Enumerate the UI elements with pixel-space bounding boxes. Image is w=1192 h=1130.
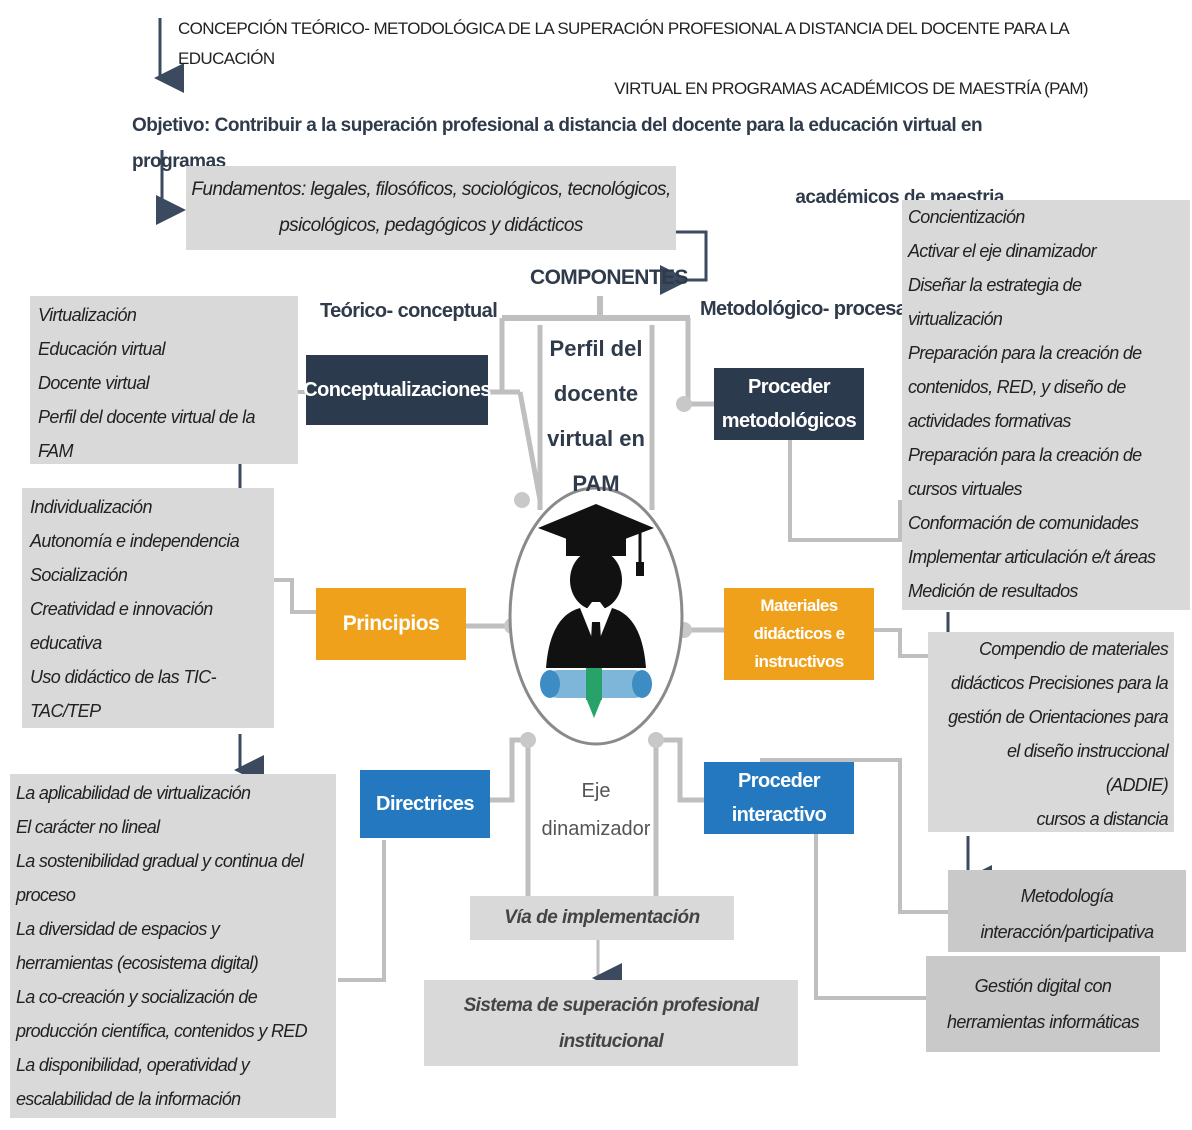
list-item: Docente virtual xyxy=(38,373,150,393)
title-line-2: VIRTUAL EN PROGRAMAS ACADÉMICOS DE MAEST… xyxy=(614,79,1088,98)
proceder-metodologicos-line-1: Proceder xyxy=(748,376,831,398)
gestion-line-1: Gestión digital con xyxy=(974,976,1112,996)
list-item: Socialización xyxy=(30,565,128,585)
list-item: Perfil del docente virtual de la xyxy=(38,407,256,427)
list-item: didácticos Precisiones para la xyxy=(950,673,1169,693)
fundamentos-line-1: Fundamentos: legales, filosóficos, socio… xyxy=(191,179,671,200)
list-item: Preparación para la creación de xyxy=(908,445,1142,465)
teorico-conceptual-label: Teórico- conceptual xyxy=(320,300,498,322)
list-item: actividades formativas xyxy=(908,411,1071,431)
materiales-line-3: instructivos xyxy=(754,652,844,671)
interaccion-box: Metodología interacción/participativa xyxy=(948,870,1186,952)
perfil-line-1: Perfil del xyxy=(549,336,643,361)
directrices-label: Directrices xyxy=(376,792,474,815)
eje-line-1: Eje xyxy=(581,780,611,802)
via-implementacion-label: Vía de implementación xyxy=(504,907,700,928)
list-item: herramientas (ecosistema digital) xyxy=(16,953,259,973)
gestion-line-2: herramientas informáticas xyxy=(946,1012,1140,1032)
list-item: proceso xyxy=(16,885,76,905)
principios-node[interactable]: Principios xyxy=(316,588,466,660)
conceptualizaciones-node[interactable]: Conceptualizaciones xyxy=(303,355,491,425)
list-item: El carácter no lineal xyxy=(16,817,160,837)
principios-list: Individualización Autonomía e independen… xyxy=(22,488,274,728)
title-line-1: CONCEPCIÓN TEÓRICO- METODOLÓGICA DE LA S… xyxy=(178,19,1069,68)
diagram-title: CONCEPCIÓN TEÓRICO- METODOLÓGICA DE LA S… xyxy=(178,14,1089,104)
gestion-digital-box: Gestión digital con herramientas informá… xyxy=(926,956,1160,1052)
list-item: el diseño instruccional xyxy=(1007,741,1169,761)
conceptualizaciones-list: Virtualización Educación virtual Docente… xyxy=(30,296,298,464)
list-item: FAM xyxy=(38,441,73,461)
list-item: Autonomía e independencia xyxy=(30,531,240,551)
list-item: Compendio de materiales xyxy=(978,639,1169,659)
list-item: Creatividad e innovación xyxy=(30,599,213,619)
metodologico-procesal-label: Metodológico- procesal xyxy=(700,298,912,320)
list-item: (ADDIE) xyxy=(1105,775,1169,795)
list-item: gestión de Orientaciones para xyxy=(948,707,1169,727)
list-item: escalabilidad de la información xyxy=(16,1089,241,1109)
proceder-interactivo-line-1: Proceder xyxy=(738,770,821,792)
list-item: cursos a distancia xyxy=(1036,809,1169,829)
list-item: Concientización xyxy=(908,207,1025,227)
list-item: Educación virtual xyxy=(38,339,165,359)
fundamentos-box: Fundamentos: legales, filosóficos, socio… xyxy=(186,166,676,250)
objective-line-1: Objetivo: Contribuir a la superación pro… xyxy=(132,115,983,172)
list-item: Activar el eje dinamizador xyxy=(908,241,1097,261)
sistema-line-1: Sistema de superación profesional xyxy=(463,995,759,1016)
list-item: Uso didáctico de las TIC- xyxy=(30,667,217,687)
graduate-icon xyxy=(538,504,654,718)
list-item: La sostenibilidad gradual y continua del xyxy=(16,851,304,871)
perfil-line-3: virtual en xyxy=(547,426,645,451)
sistema-superacion-box: Sistema de superación profesional instit… xyxy=(424,980,798,1066)
fundamentos-line-2: psicológicos, pedagógicos y didácticos xyxy=(279,215,583,236)
materiales-line-1: Materiales xyxy=(760,596,838,615)
list-item: La aplicabilidad de virtualización xyxy=(16,783,251,803)
list-item: La co-creación y socialización de xyxy=(16,987,258,1007)
interaccion-line-1: Metodología xyxy=(1020,886,1114,906)
list-item: Virtualización xyxy=(38,305,137,325)
list-item: Implementar articulación e/t áreas xyxy=(908,547,1156,567)
materiales-list: Compendio de materiales didácticos Preci… xyxy=(928,632,1174,832)
list-item: Conformación de comunidades xyxy=(908,513,1139,533)
sistema-line-2: institucional xyxy=(558,1031,664,1052)
proceder-metodologicos-line-2: metodológicos xyxy=(721,410,857,432)
list-item: Diseñar la estrategia de xyxy=(908,275,1082,295)
via-implementacion-box: Vía de implementación xyxy=(470,896,734,940)
eje-line-2: dinamizador xyxy=(541,818,651,840)
proceder-interactivo-node[interactable]: Proceder interactivo xyxy=(704,762,854,834)
list-item: virtualización xyxy=(908,309,1003,329)
list-item: Individualización xyxy=(30,497,152,517)
list-item: TAC/TEP xyxy=(30,701,101,721)
materiales-line-2: didácticos e xyxy=(753,624,845,643)
principios-label: Principios xyxy=(342,612,440,635)
list-item: contenidos, RED, y diseño de xyxy=(908,377,1126,397)
perfil-docente-label: Perfil del docente virtual en PAM xyxy=(540,326,652,506)
list-item: La diversidad de espacios y xyxy=(16,919,220,939)
list-item: La disponibilidad, operatividad y xyxy=(16,1055,250,1075)
materiales-node[interactable]: Materiales didácticos e instructivos xyxy=(724,588,874,680)
perfil-line-2: docente xyxy=(553,381,639,406)
objective-text: Objetivo: Contribuir a la superación pro… xyxy=(132,108,1005,216)
proceder-interactivo-line-2: interactivo xyxy=(731,804,827,826)
conceptualizaciones-label: Conceptualizaciones xyxy=(303,378,491,401)
eje-dinamizador-label: Eje dinamizador xyxy=(536,772,656,848)
interaccion-line-2: interacción/participativa xyxy=(980,922,1154,942)
directrices-list: La aplicabilidad de virtualización El ca… xyxy=(10,774,336,1118)
list-item: Medición de resultados xyxy=(908,581,1078,601)
list-item: producción científica, contenidos y RED xyxy=(16,1021,308,1041)
directrices-node[interactable]: Directrices xyxy=(360,770,490,838)
proceder-metodologicos-list: Concientización Activar el eje dinamizad… xyxy=(902,200,1190,610)
list-item: educativa xyxy=(30,633,102,653)
componentes-label: COMPONENTES xyxy=(530,266,689,289)
list-item: Preparación para la creación de xyxy=(908,343,1142,363)
perfil-line-4: PAM xyxy=(572,471,620,496)
proceder-metodologicos-node[interactable]: Proceder metodológicos xyxy=(714,368,864,440)
list-item: cursos virtuales xyxy=(908,479,1023,499)
